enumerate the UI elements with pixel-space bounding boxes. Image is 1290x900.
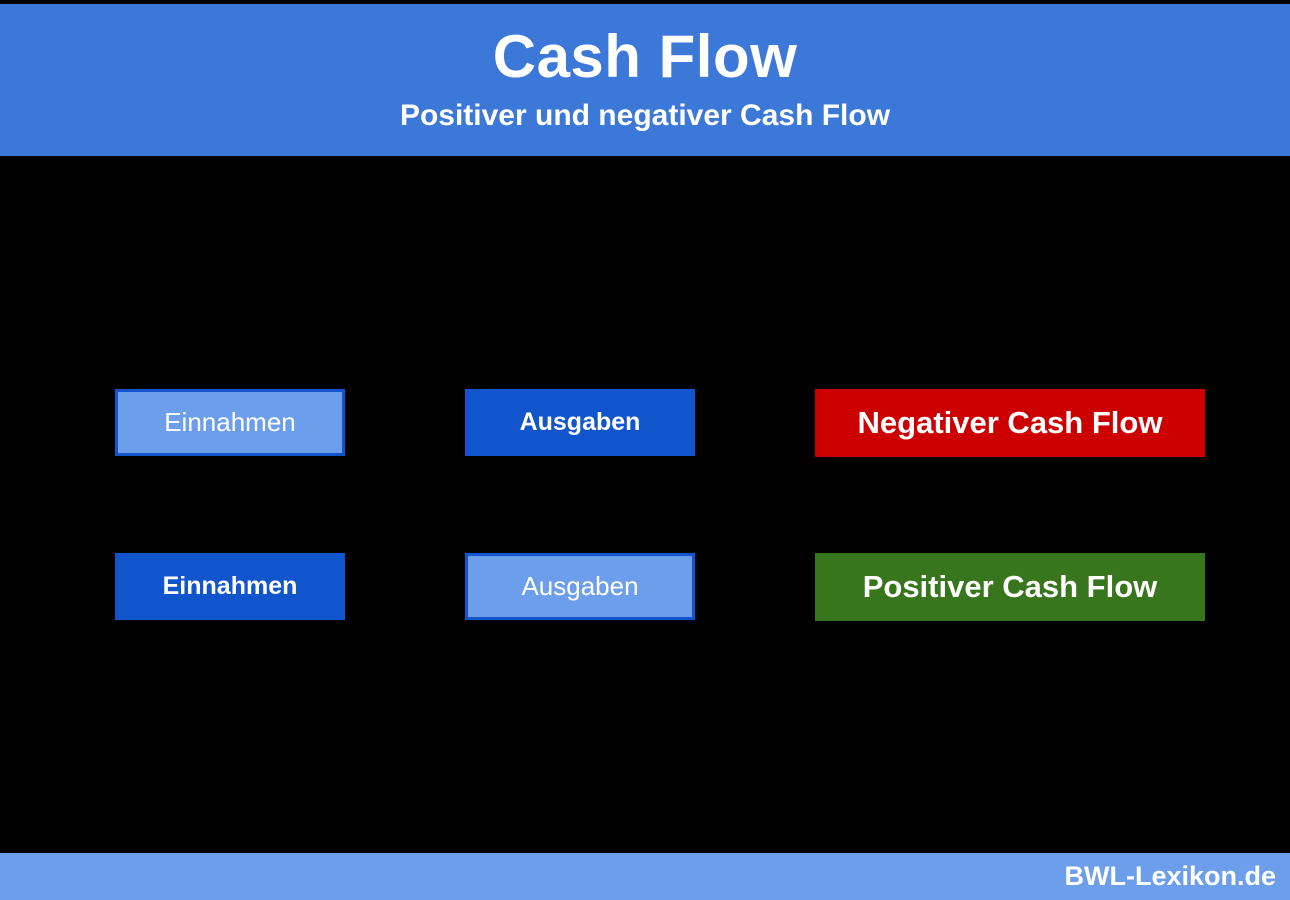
header-banner: Cash Flow Positiver und negativer Cash F… — [0, 4, 1290, 156]
box-negativer-cash-flow: Negativer Cash Flow — [815, 389, 1205, 457]
page-title: Cash Flow — [492, 23, 798, 90]
page-subtitle: Positiver und negativer Cash Flow — [399, 99, 891, 132]
box-einnahmen-light-row1: Einnahmen — [115, 389, 345, 456]
box-ausgaben-dark-row1: Ausgaben — [465, 389, 695, 456]
footer-bar: BWL-Lexikon.de — [0, 853, 1290, 900]
box-positiver-cash-flow: Positiver Cash Flow — [815, 553, 1205, 621]
box-einnahmen-dark-row2: Einnahmen — [115, 553, 345, 620]
brand-watermark: BWL-Lexikon.de — [1064, 861, 1276, 891]
box-ausgaben-light-row2: Ausgaben — [465, 553, 695, 620]
